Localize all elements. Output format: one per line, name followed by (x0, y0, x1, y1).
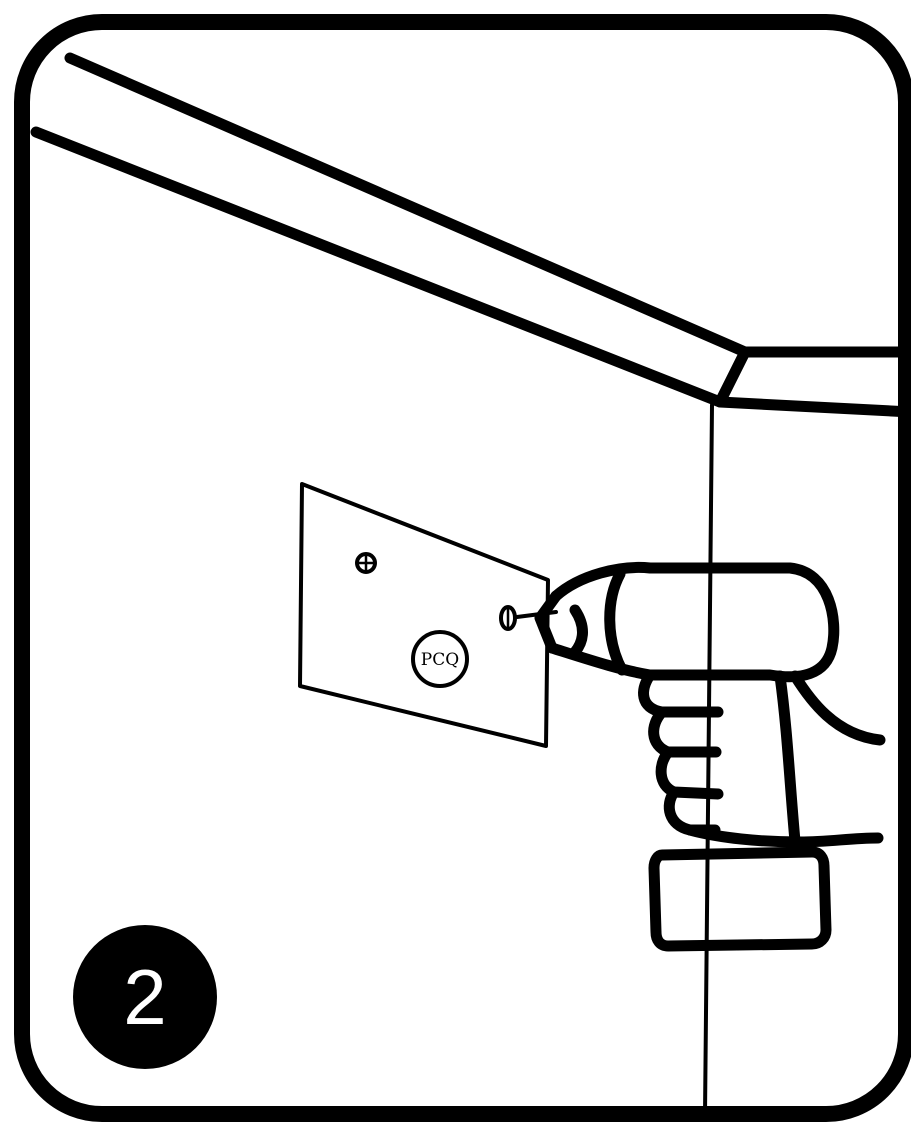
mounting-plate: PCQ (300, 484, 548, 746)
plate-logo-badge: PCQ (413, 632, 467, 686)
ceiling-molding (36, 58, 911, 412)
plate-logo-text: PCQ (421, 650, 459, 670)
step-number: 2 (123, 953, 166, 1041)
screw-icon (357, 554, 375, 572)
hand-icon (644, 675, 880, 842)
wall-corner-line (705, 405, 712, 1114)
screw-icon (501, 607, 515, 629)
step-number-badge: 2 (73, 925, 217, 1069)
